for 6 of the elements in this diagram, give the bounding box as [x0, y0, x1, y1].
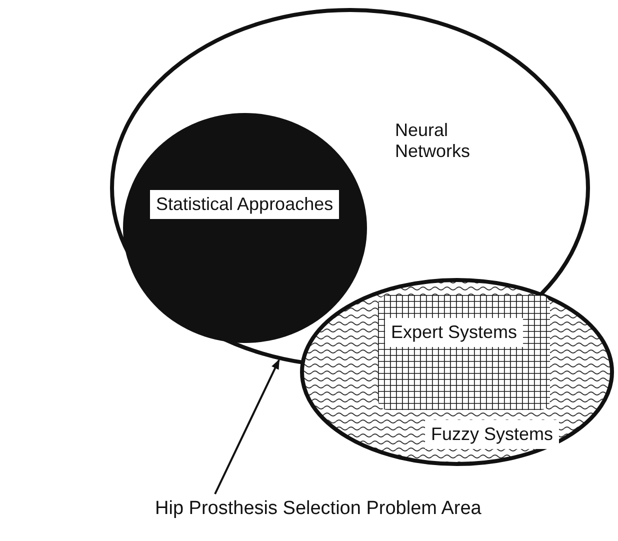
region-label: Neural Networks	[395, 120, 472, 162]
arrow	[214, 359, 280, 494]
region-label: Fuzzy Systems	[425, 420, 560, 449]
region-label: Statistical Approaches	[150, 190, 340, 219]
region-label: Expert Systems	[385, 318, 524, 347]
caption-label: Hip Prosthesis Selection Problem Area	[155, 498, 482, 519]
